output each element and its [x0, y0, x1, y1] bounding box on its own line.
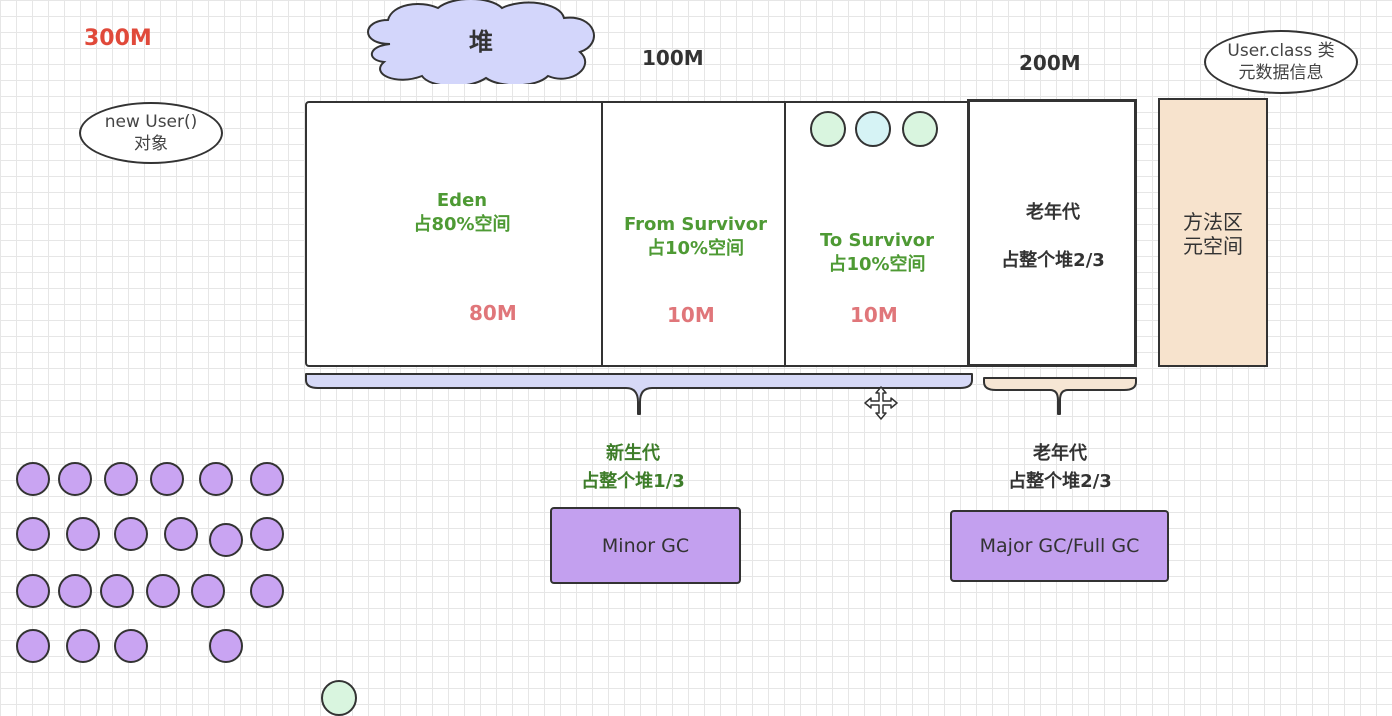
old-size-label: 200M	[1019, 51, 1081, 75]
class-ellipse-line1: User.class 类	[1227, 41, 1335, 61]
method-area-line2: 元空间	[1183, 234, 1243, 258]
object-dot	[114, 517, 148, 551]
object-dot	[250, 517, 284, 551]
eden-box: Eden 占80%空间 80M	[305, 101, 603, 367]
from-survivor-name: From Survivor	[624, 214, 767, 235]
object-dot	[250, 574, 284, 608]
old-gen-share: 占整个堆2/3	[1008, 471, 1112, 492]
object-ellipse: new User() 对象	[79, 102, 223, 164]
total-size-label: 300M	[84, 26, 152, 51]
young-gen-share: 占整个堆1/3	[581, 471, 685, 492]
old-gen-box-name: 老年代	[1026, 202, 1080, 223]
old-gen-label: 老年代 占整个堆2/3	[985, 440, 1135, 496]
object-dot	[250, 462, 284, 496]
object-dot	[104, 462, 138, 496]
object-dot	[100, 574, 134, 608]
from-survivor-share: 占10%空间	[646, 238, 745, 259]
object-dot	[66, 629, 100, 663]
young-gen-label: 新生代 占整个堆1/3	[558, 440, 708, 496]
class-metadata-ellipse: User.class 类 元数据信息	[1204, 30, 1358, 94]
old-gen-box: 老年代 占整个堆2/3	[967, 99, 1137, 367]
survivor-object-dot	[855, 111, 891, 147]
object-dot	[146, 574, 180, 608]
from-survivor-box: From Survivor 占10%空间 10M	[601, 101, 786, 367]
object-ellipse-line2: 对象	[134, 134, 168, 154]
move-cursor-icon	[864, 386, 898, 424]
heap-cloud: 堆	[360, 0, 602, 88]
young-gen-brace	[305, 373, 973, 415]
object-dot	[66, 517, 100, 551]
object-dot	[150, 462, 184, 496]
heap-label: 堆	[469, 28, 493, 56]
object-dot	[16, 462, 50, 496]
minor-gc-box: Minor GC	[550, 507, 741, 584]
young-gen-name: 新生代	[606, 443, 660, 464]
to-survivor-size: 10M	[850, 303, 898, 327]
object-dot-green	[321, 680, 357, 716]
method-area-box: 方法区 元空间	[1158, 98, 1268, 367]
major-gc-box: Major GC/Full GC	[950, 510, 1169, 582]
from-survivor-size: 10M	[667, 303, 715, 327]
method-area-line1: 方法区	[1183, 210, 1243, 234]
survivor-object-dot	[902, 111, 938, 147]
object-dot	[114, 629, 148, 663]
object-dot	[209, 523, 243, 557]
survivor-object-dot	[810, 111, 846, 147]
object-dot	[199, 462, 233, 496]
class-ellipse-line2: 元数据信息	[1238, 63, 1324, 83]
to-survivor-name: To Survivor	[819, 230, 935, 251]
object-dot	[164, 517, 198, 551]
old-gen-box-share: 占整个堆2/3	[1001, 250, 1105, 271]
to-survivor-share: 占10%空间	[828, 254, 926, 275]
old-gen-brace	[983, 377, 1137, 415]
eden-size: 80M	[469, 301, 517, 325]
object-dot	[58, 462, 92, 496]
object-dot	[58, 574, 92, 608]
object-dot	[16, 629, 50, 663]
eden-share: 占80%空间	[413, 214, 511, 235]
old-gen-name: 老年代	[1033, 443, 1087, 464]
object-dot	[209, 629, 243, 663]
object-dot	[16, 517, 50, 551]
object-ellipse-line1: new User()	[104, 112, 198, 132]
eden-name: Eden	[436, 190, 488, 211]
object-dot	[16, 574, 50, 608]
object-dot	[191, 574, 225, 608]
young-size-label: 100M	[642, 46, 704, 70]
